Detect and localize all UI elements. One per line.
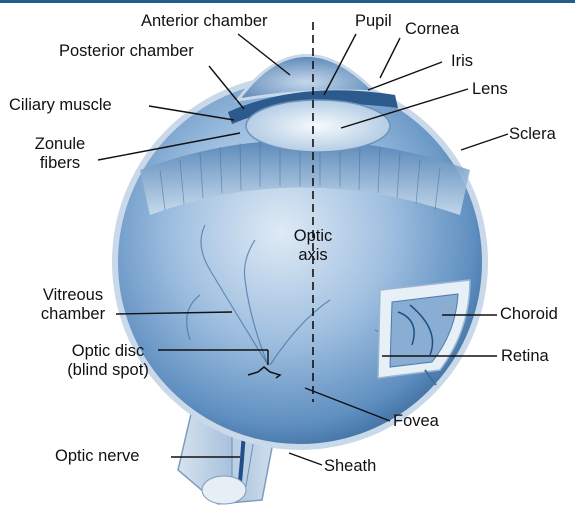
label-optic-disc-line1: Optic disc — [56, 342, 160, 361]
label-vitreous-chamber-line2: chamber — [28, 305, 118, 324]
label-optic-axis: Optic axis — [282, 227, 344, 265]
label-fovea: Fovea — [393, 412, 439, 431]
label-optic-disc: Optic disc (blind spot) — [56, 342, 160, 380]
label-lens: Lens — [472, 80, 508, 99]
label-anterior-chamber: Anterior chamber — [141, 12, 268, 31]
lens-shape — [246, 100, 390, 152]
label-ciliary-muscle: Ciliary muscle — [9, 96, 112, 115]
label-vitreous-chamber-line1: Vitreous — [28, 286, 118, 305]
label-choroid: Choroid — [500, 305, 558, 324]
label-iris: Iris — [451, 52, 473, 71]
label-sheath: Sheath — [324, 457, 376, 476]
label-vitreous-chamber: Vitreous chamber — [28, 286, 118, 324]
label-pupil: Pupil — [355, 12, 392, 31]
label-optic-disc-line2: (blind spot) — [56, 361, 160, 380]
label-posterior-chamber: Posterior chamber — [59, 42, 194, 61]
label-zonule-fibers-line1: Zonule — [30, 135, 90, 154]
label-zonule-fibers: Zonule fibers — [30, 135, 90, 173]
label-cornea: Cornea — [405, 20, 459, 39]
label-sclera: Sclera — [509, 125, 556, 144]
label-zonule-fibers-line2: fibers — [30, 154, 90, 173]
label-optic-axis-line2: axis — [282, 246, 344, 265]
label-optic-nerve: Optic nerve — [55, 447, 139, 466]
label-optic-axis-line1: Optic — [282, 227, 344, 246]
label-retina: Retina — [501, 347, 549, 366]
